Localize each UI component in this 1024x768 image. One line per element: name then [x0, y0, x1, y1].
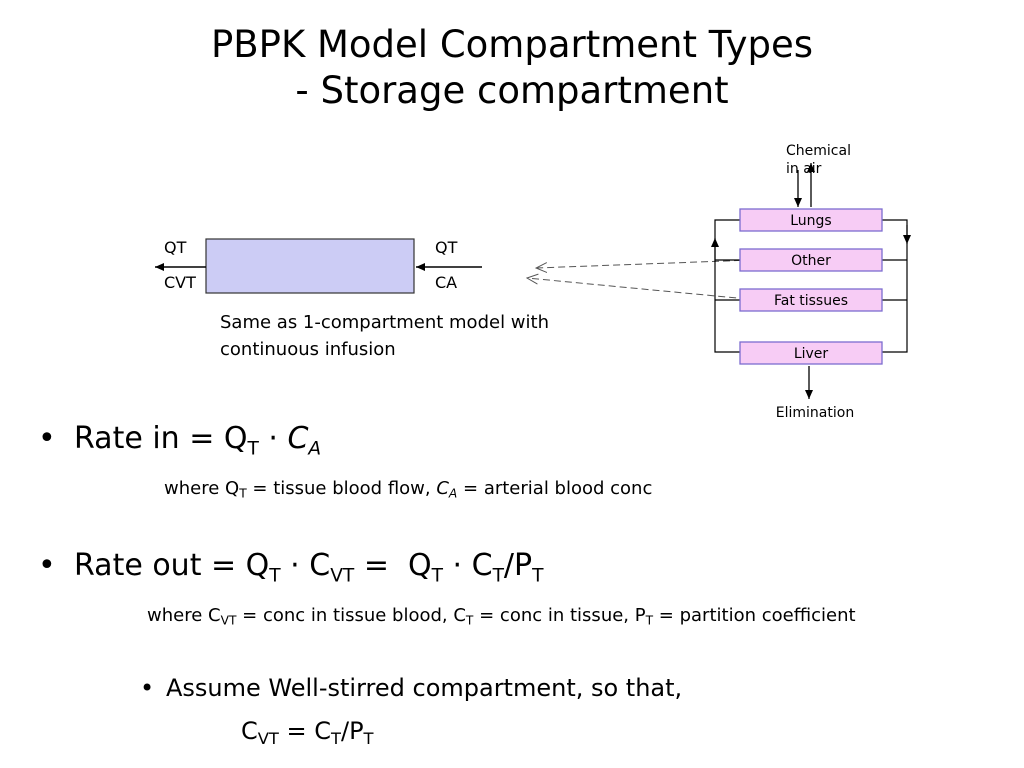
- organ-lungs-box: [739, 208, 883, 232]
- qt-out-label: QT: [164, 238, 187, 257]
- rate-out-slash: /P: [503, 548, 533, 583]
- rate-out-prefix: Rate out = Q: [74, 548, 270, 583]
- rate-in-where-s2: A: [448, 486, 458, 501]
- cvt-label: CVT: [164, 273, 196, 292]
- eq-slash: /P: [340, 717, 364, 745]
- qt-in-label: QT: [435, 238, 458, 257]
- note-line-1: Same as 1-compartment model with: [220, 312, 549, 333]
- rate-out-s5: T: [532, 565, 544, 587]
- organ-liver-box: [739, 341, 883, 365]
- rate-out-where-p3: = conc in tissue, P: [473, 605, 646, 626]
- organ-fat-box: [739, 288, 883, 312]
- elimination-label: Elimination: [776, 405, 854, 421]
- rate-in-c: C: [287, 421, 309, 456]
- compartment-box: [205, 238, 415, 294]
- pointer-from-fat: [527, 278, 759, 301]
- ca-label: CA: [435, 273, 457, 292]
- rate-out-s1: T: [269, 565, 281, 587]
- compartment-note: Same as 1-compartment model with continu…: [220, 309, 640, 363]
- pointer-from-other: [536, 259, 753, 268]
- rate-out-s3: T: [431, 565, 443, 587]
- note-line-2: continuous infusion: [220, 339, 396, 360]
- arterial-loop: [882, 219, 908, 353]
- eq-s2: T: [331, 728, 341, 748]
- rate-out-where-p2: = conc in tissue blood, C: [236, 605, 466, 626]
- slide-title: PBPK Model Compartment Types - Storage c…: [0, 22, 1024, 114]
- rate-in-dot: ·: [258, 421, 288, 456]
- organ-liver-label: Liver: [794, 346, 829, 362]
- organ-other-box: [739, 248, 883, 272]
- eq-c: C: [241, 717, 258, 745]
- chemical-in-air-line1: Chemical: [786, 143, 851, 159]
- rate-out-where-s3: T: [645, 613, 654, 628]
- rate-in-formula: Rate in = QT · CA: [74, 421, 321, 468]
- rate-out-where-p4: = partition coefficient: [653, 605, 856, 626]
- rate-in-where-p2: = tissue blood flow,: [246, 478, 437, 499]
- rate-out-where-s2: T: [465, 613, 474, 628]
- rate-in-where: where QT = tissue blood flow, CA = arter…: [164, 477, 652, 506]
- rate-out-formula: Rate out = QT · CVT = QT · CT/PT: [74, 548, 543, 595]
- assume-text: Assume Well-stirred compartment, so that…: [166, 674, 683, 702]
- rate-in-where-s1: T: [239, 486, 247, 501]
- well-stirred-equation: CVT = CT/PT: [241, 716, 374, 754]
- pbpk-diagram: Chemical in air Lungs Other Fat tissues …: [711, 143, 911, 421]
- rate-out-where: where CVT = conc in tissue blood, CT = c…: [147, 604, 856, 633]
- title-line-2: - Storage compartment: [295, 69, 729, 112]
- venous-loop: [714, 219, 740, 353]
- rate-out-dot1: · C: [280, 548, 331, 583]
- organ-fat-label: Fat tissues: [774, 293, 848, 309]
- bullet-marker-rate-out: •: [38, 548, 56, 583]
- rate-out-where-p1: where C: [147, 605, 221, 626]
- rate-out-eq: = Q: [354, 548, 432, 583]
- rate-in-prefix: Rate in = Q: [74, 421, 248, 456]
- rate-out-where-s1: VT: [220, 613, 237, 628]
- chemical-in-air-line2: in air: [786, 161, 822, 177]
- eq-s1: VT: [257, 728, 279, 748]
- rate-in-where-p3: = arterial blood conc: [457, 478, 653, 499]
- eq-mid: = C: [278, 717, 332, 745]
- rate-out-s2: VT: [330, 565, 355, 587]
- organ-other-label: Other: [791, 253, 831, 269]
- rate-in-where-c: C: [436, 478, 449, 499]
- rate-out-s4: T: [492, 565, 504, 587]
- rate-out-dot2: · C: [443, 548, 493, 583]
- title-line-1: PBPK Model Compartment Types: [210, 23, 814, 66]
- storage-compartment: QT CVT QT CA: [155, 238, 482, 294]
- dashed-pointers: [527, 259, 759, 301]
- rate-in-sub-a: A: [308, 438, 322, 460]
- eq-s3: T: [363, 728, 374, 748]
- rate-in-where-p1: where Q: [164, 478, 240, 499]
- sub-bullet-marker: •: [140, 674, 155, 702]
- rate-in-sub-t: T: [247, 438, 259, 460]
- bullet-marker-rate-in: •: [38, 421, 56, 456]
- organ-lungs-label: Lungs: [790, 213, 831, 229]
